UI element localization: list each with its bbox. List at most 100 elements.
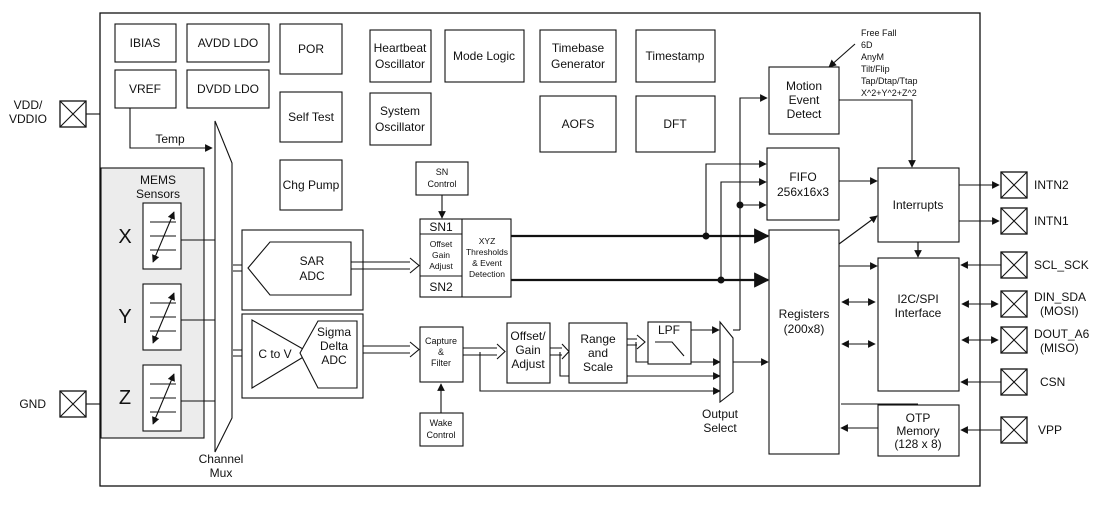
avdd-ldo-label: AVDD LDO: [198, 36, 258, 50]
sn-control-label-2: Control: [427, 179, 456, 189]
mode-logic-block: [444, 29, 525, 83]
pin-dout-a6: DOUT_A6 (MISO): [1000, 326, 1090, 355]
pin-dout-a6-label-2: (MISO): [1040, 341, 1079, 355]
sigma-delta-label-1: Sigma: [317, 325, 351, 339]
motion-event-6d: 6D: [861, 40, 873, 50]
sn-control-label-1: SN: [436, 167, 449, 177]
mode-logic-label: Mode Logic: [453, 49, 515, 63]
range-scale-label-3: Scale: [583, 360, 613, 374]
mems-sensors-label-2: Sensors: [136, 187, 180, 201]
i2c-label-1: I2C/SPI: [897, 292, 938, 306]
pin-intn1: INTN1: [1000, 207, 1069, 235]
pin-intn2: INTN2: [1000, 171, 1069, 199]
offset-gain-label-2: Gain: [515, 343, 540, 357]
sar-adc-label-1: SAR: [300, 254, 325, 268]
dft-label: DFT: [663, 117, 687, 131]
i2c-label-2: Interface: [895, 306, 942, 320]
offset-gain-label-1: Offset/: [510, 329, 546, 343]
offset-gain-label-3: Adjust: [511, 357, 545, 371]
motion-label-1: Motion: [786, 79, 822, 93]
motion-event-tiltflip: Tilt/Flip: [861, 64, 890, 74]
fifo-block: [766, 147, 840, 221]
xyz-label-1: XYZ: [479, 236, 496, 246]
interrupts-label: Interrupts: [893, 198, 944, 212]
heartbeat-osc-label-1: Heartbeat: [374, 41, 427, 55]
fifo-label-2: 256x16x3: [777, 185, 829, 199]
sigma-to-capture-arrow: [363, 341, 420, 358]
sar-adc-label-2: ADC: [299, 269, 325, 283]
offset-gain-adjust-block: [506, 322, 551, 384]
lpf-block: [647, 321, 692, 365]
xyz-label-2: Thresholds: [466, 247, 508, 257]
pin-vpp: VPP: [1000, 416, 1062, 444]
channel-mux-label-2: Mux: [210, 466, 233, 480]
pin-intn2-label: INTN2: [1034, 178, 1069, 192]
registers-block: [768, 229, 840, 455]
timebase-gen-block: [539, 29, 617, 83]
pin-vdd-label-1: VDD/: [14, 98, 43, 112]
timestamp-block: [635, 29, 716, 83]
capture-filter-label-3: Filter: [431, 358, 451, 368]
output-select-label-1: Output: [702, 407, 739, 421]
channel-mux-label-1: Channel: [199, 452, 244, 466]
wake-control-block: [419, 412, 464, 447]
range-scale-label-1: Range: [580, 332, 616, 346]
xyz-label-4: Detection: [469, 269, 505, 279]
otp-label-1: OTP: [906, 411, 931, 425]
motion-label-2: Event: [789, 93, 820, 107]
avdd-ldo-block: [186, 23, 270, 63]
pin-vdd: VDD/ VDDIO: [9, 98, 87, 128]
ogadj-small-label-1: Offset: [430, 239, 453, 249]
pin-din-sda-label-2: (MOSI): [1040, 304, 1079, 318]
pin-gnd-label: GND: [19, 397, 46, 411]
pin-scl-sck-label: SCL_SCK: [1034, 258, 1089, 272]
wake-control-label-1: Wake: [430, 418, 453, 428]
self-test-block: [279, 91, 343, 143]
motion-label-3: Detect: [787, 107, 822, 121]
por-block: [279, 23, 343, 75]
ibias-label: IBIAS: [130, 36, 161, 50]
heartbeat-osc-label-2: Oscillator: [375, 57, 425, 71]
motion-event-magnitude: X^2+Y^2+Z^2: [861, 88, 917, 98]
pin-csn: CSN: [1000, 368, 1065, 396]
sn1-label: SN1: [429, 220, 453, 234]
sigma-delta-label-3: ADC: [321, 353, 347, 367]
vref-label: VREF: [129, 82, 161, 96]
vref-block: [114, 69, 177, 109]
motion-event-freefall: Free Fall: [861, 28, 897, 38]
range-scale-block: [568, 322, 628, 384]
chg-pump-block: [279, 159, 343, 211]
channel-mux: [214, 120, 233, 453]
range-scale-label-2: and: [588, 346, 608, 360]
fifo-label-1: FIFO: [789, 170, 816, 184]
aofs-label: AOFS: [562, 117, 595, 131]
pin-csn-label: CSN: [1040, 375, 1065, 389]
otp-label-3: (128 x 8): [894, 437, 941, 451]
motion-event-anym: AnyM: [861, 52, 884, 62]
output-select-mux: [719, 320, 734, 404]
por-label: POR: [298, 42, 324, 56]
pin-vdd-label-2: VDDIO: [9, 112, 47, 126]
xyz-threshold-block: [419, 218, 512, 298]
registers-label-1: Registers: [779, 307, 830, 321]
system-osc-label-1: System: [380, 104, 420, 118]
axis-z-label: Z: [119, 387, 131, 409]
output-select-label-2: Select: [703, 421, 737, 435]
ibias-block: [114, 23, 177, 63]
xyz-label-3: & Event: [472, 258, 502, 268]
sn2-label: SN2: [429, 280, 453, 294]
self-test-label: Self Test: [288, 110, 334, 124]
capture-filter-label-2: &: [438, 347, 444, 357]
c-to-v-label: C to V: [258, 347, 291, 361]
heartbeat-osc-block: [369, 29, 432, 83]
motion-event-detect-block: [768, 66, 840, 135]
timestamp-label: Timestamp: [646, 49, 705, 63]
pin-intn1-label: INTN1: [1034, 214, 1069, 228]
pin-vpp-label: VPP: [1038, 423, 1062, 437]
motion-events-list: Free Fall 6D AnyM Tilt/Flip Tap/Dtap/Tta…: [861, 28, 918, 98]
wake-control-label-2: Control: [426, 430, 455, 440]
chg-pump-label: Chg Pump: [283, 178, 340, 192]
ogadj-small-label-2: Gain: [432, 250, 450, 260]
axis-x-label: X: [118, 226, 131, 248]
